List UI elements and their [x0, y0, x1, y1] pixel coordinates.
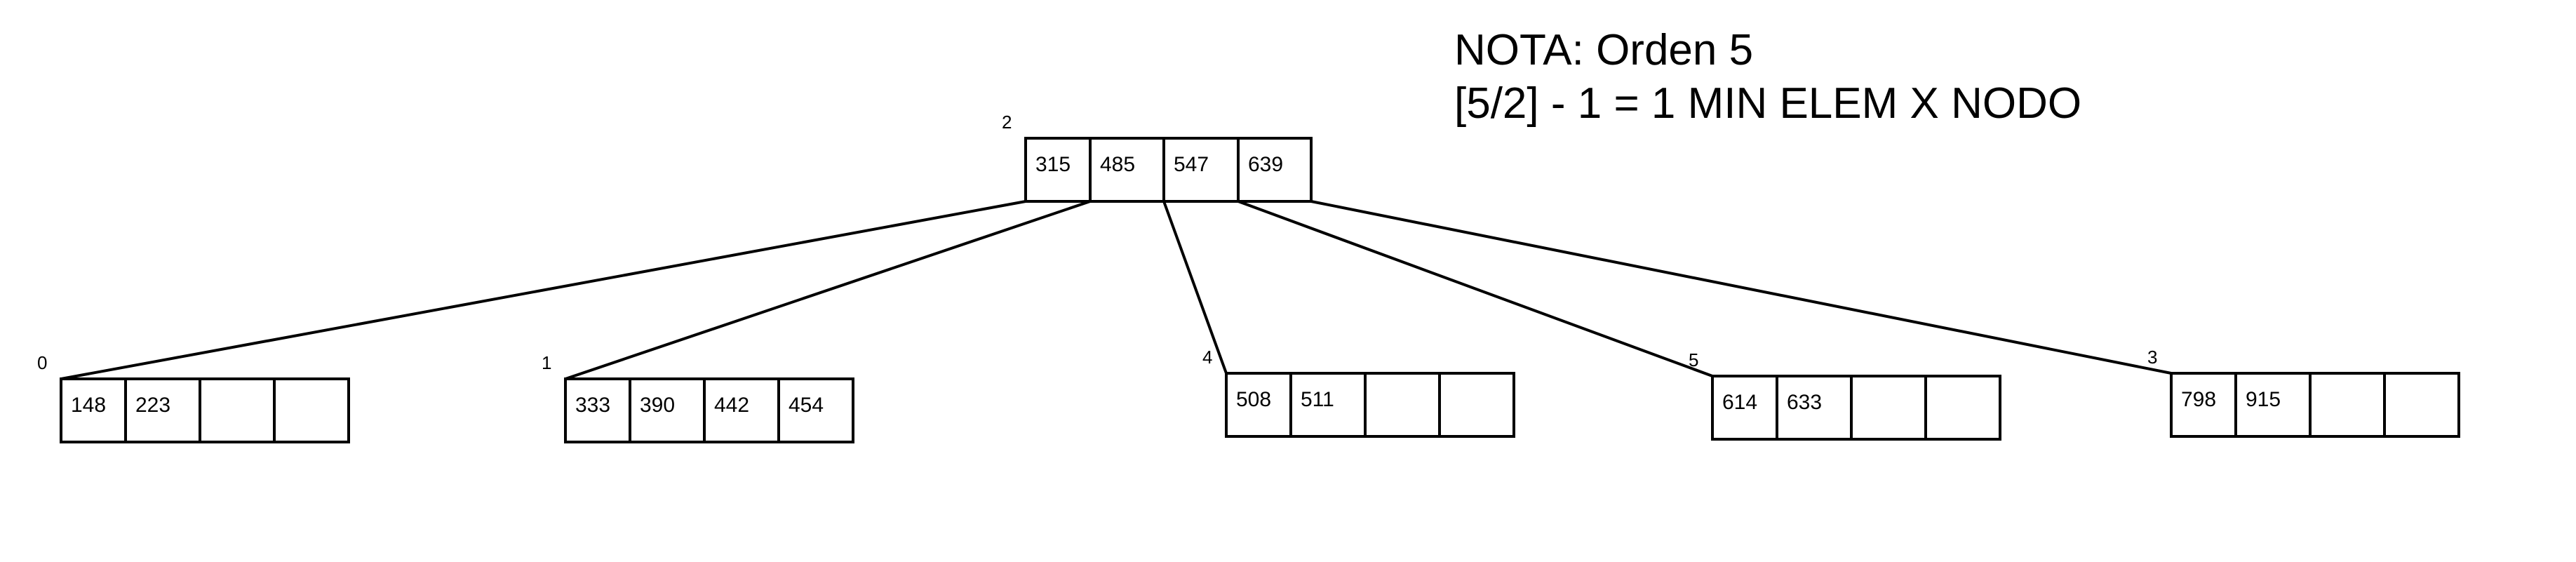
- key-cell: [1850, 375, 1927, 441]
- key-value: 485: [1100, 153, 1135, 176]
- key-value: 508: [1236, 388, 1271, 411]
- note-line-2: [5/2] - 1 = 1 MIN ELEM X NODO: [1454, 79, 2081, 128]
- key-cell: [2309, 372, 2386, 438]
- key-value: 315: [1035, 153, 1071, 176]
- key-value: 614: [1722, 391, 1757, 414]
- key-value: 511: [1301, 388, 1334, 411]
- key-value: 390: [640, 394, 675, 417]
- node-3: 3 798 915: [2147, 347, 2460, 438]
- key-value: 148: [71, 394, 106, 417]
- key-value: 454: [789, 394, 824, 417]
- key-cell: [2383, 372, 2460, 438]
- node-label: 0: [37, 352, 47, 373]
- key-cell: [1089, 137, 1165, 203]
- edges-layer: [60, 200, 2172, 380]
- key-cell: [1776, 375, 1853, 441]
- key-cell: [199, 377, 276, 443]
- key-cell: [1237, 137, 1313, 203]
- node-5: 5 614 633: [1689, 349, 2001, 441]
- key-cell: [273, 377, 350, 443]
- key-cell: [2234, 372, 2312, 438]
- key-cell: [1364, 372, 1441, 438]
- key-cell: [1924, 375, 2001, 441]
- node-label: 2: [1002, 112, 1012, 133]
- key-value: 333: [575, 394, 610, 417]
- node-0: 0 148 223: [37, 352, 350, 443]
- nodes-layer: 2 315 485 547 639 0 148 223 1 333 390 442 454 4 508 511…: [37, 112, 2460, 443]
- node-label: 4: [1202, 347, 1212, 368]
- key-cell: [777, 377, 854, 443]
- key-value: 223: [135, 394, 170, 417]
- key-value: 547: [1174, 153, 1209, 176]
- node-2: 2 315 485 547 639: [1002, 112, 1313, 203]
- edge-2-to-4: [1162, 201, 1228, 374]
- edge-2-to-3: [1310, 200, 2172, 375]
- key-value: 639: [1248, 153, 1283, 176]
- node-label: 3: [2147, 347, 2157, 368]
- key-cell: [703, 377, 780, 443]
- key-cell: [1438, 372, 1515, 438]
- key-cell: [2170, 372, 2237, 438]
- edge-2-to-1: [565, 200, 1091, 380]
- node-label: 1: [542, 352, 551, 373]
- key-value: 442: [714, 394, 749, 417]
- key-cell: [1162, 137, 1240, 203]
- note-line-1: NOTA: Orden 5: [1454, 26, 1753, 74]
- node-4: 4 508 511: [1202, 347, 1515, 438]
- node-label: 5: [1689, 349, 1698, 370]
- key-cell: [1225, 372, 1292, 438]
- key-value: 915: [2246, 388, 2281, 411]
- edge-2-to-5: [1237, 200, 1713, 377]
- node-1: 1 333 390 442 454: [542, 352, 854, 443]
- edge-2-to-0: [60, 200, 1026, 380]
- key-value: 798: [2181, 388, 2216, 411]
- key-value: 633: [1787, 391, 1822, 414]
